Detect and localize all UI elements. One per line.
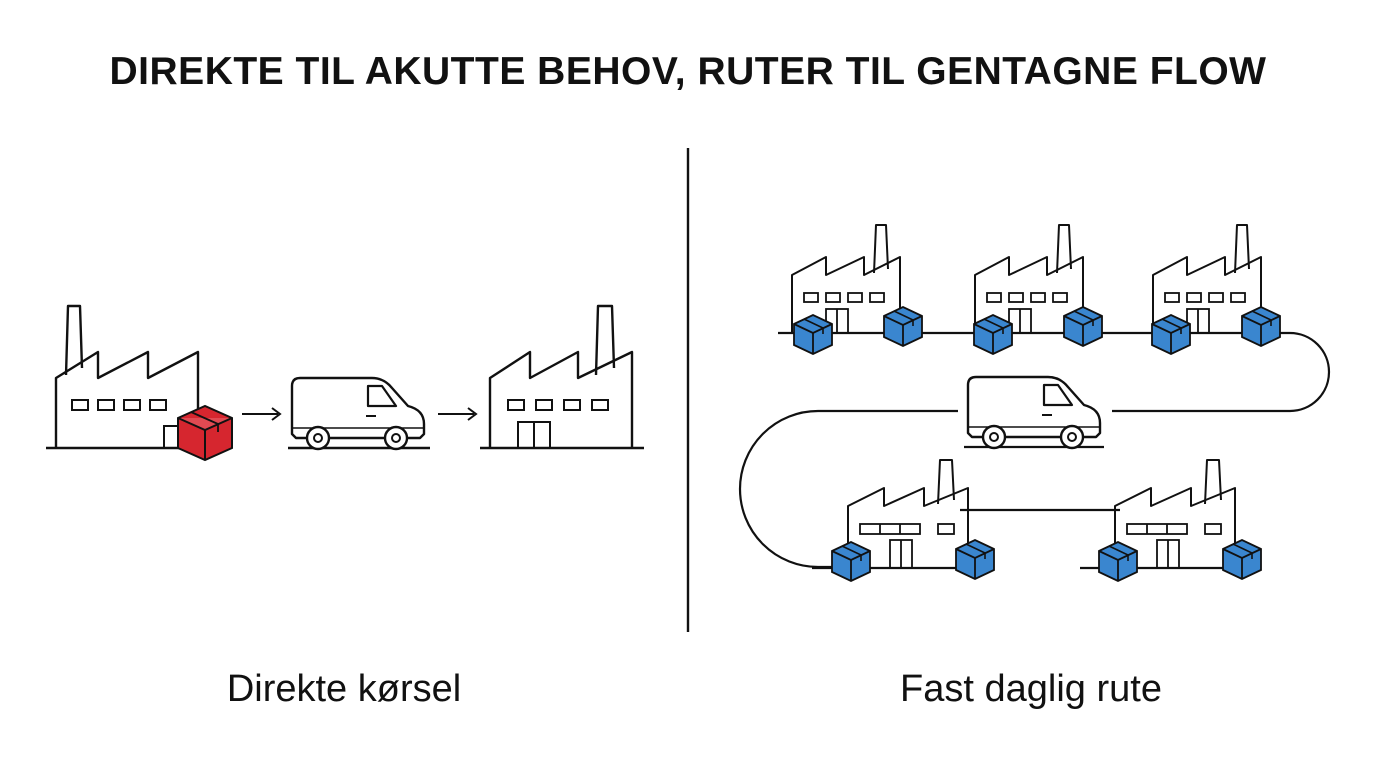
van-icon [290,376,426,451]
box-icon [1063,306,1103,347]
left-panel [46,304,644,462]
box-icon [831,541,871,582]
arrow-right-icon [438,407,478,421]
box-icon [973,314,1013,355]
box-icon [955,539,995,580]
box-icon [1241,306,1281,347]
factory-icon [488,304,634,450]
box-icon [1222,539,1262,580]
van-icon [966,375,1102,450]
box-icon [793,314,833,355]
right-caption: Fast daglig rute [900,668,1162,710]
box-icon [1098,541,1138,582]
arrow-right-icon [242,407,282,421]
box-icon [883,306,923,347]
box-icon [1151,314,1191,355]
right-panel [738,224,1331,582]
route-line [738,331,1331,569]
diagram-title: DIREKTE TIL AKUTTE BEHOV, RUTER TIL GENT… [109,50,1267,93]
factory-icon [54,304,200,450]
left-caption: Direkte kørsel [226,668,462,710]
box-icon [177,404,233,462]
